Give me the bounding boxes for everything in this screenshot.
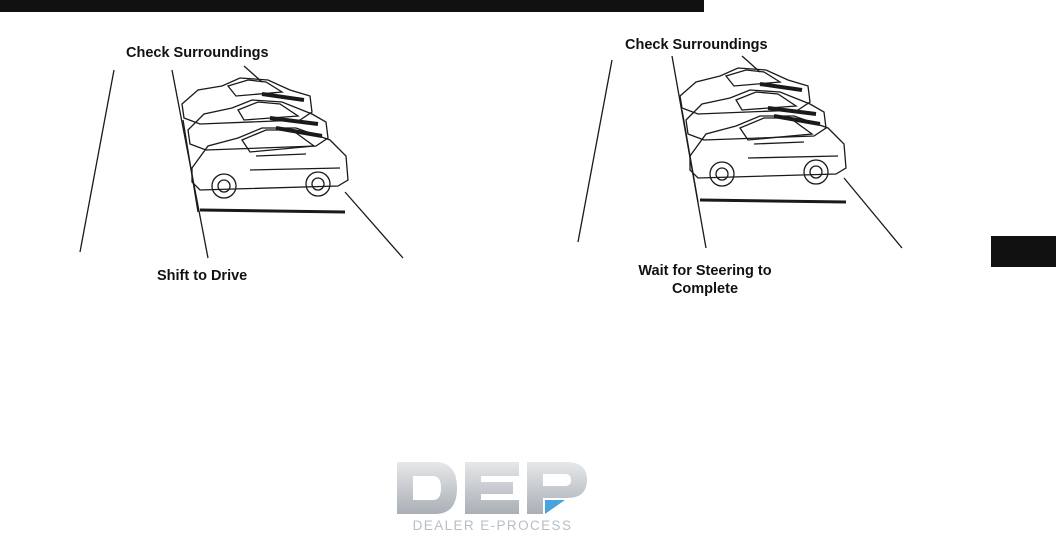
vehicle-middle xyxy=(187,99,329,151)
label-wait-for-steering: Wait for Steering to Complete xyxy=(638,263,772,297)
callout-line xyxy=(843,177,903,249)
parking-line xyxy=(199,208,346,214)
vehicle-front xyxy=(689,114,847,187)
label-check-surroundings: Check Surroundings xyxy=(126,45,269,61)
callout-line xyxy=(344,191,404,259)
watermark-subtitle: DEALER E-PROCESS xyxy=(412,518,573,533)
callout-line xyxy=(577,59,613,243)
parking-line xyxy=(182,119,199,213)
label-shift-to-drive: Shift to Drive xyxy=(157,268,248,284)
vehicle-middle xyxy=(685,89,827,141)
parking-illustration-1 xyxy=(79,65,404,259)
parking-figure-1: Check Surroundings Shift to Drive xyxy=(0,0,520,310)
header-bar xyxy=(0,0,704,12)
label-check-surroundings: Check Surroundings xyxy=(625,37,768,53)
parking-line xyxy=(699,198,847,204)
vehicle-back xyxy=(679,67,811,115)
parking-illustration-2 xyxy=(577,55,903,249)
callout-line xyxy=(79,69,115,253)
vehicle-front xyxy=(191,126,349,199)
section-tab xyxy=(991,236,1056,267)
vehicle-back xyxy=(181,77,313,125)
dealer-eprocess-watermark: DEALER E-PROCESS xyxy=(395,458,590,538)
parking-figure-2: Check Surroundings Wait for Steering to … xyxy=(560,0,960,310)
dep-logo-icon xyxy=(397,462,587,514)
